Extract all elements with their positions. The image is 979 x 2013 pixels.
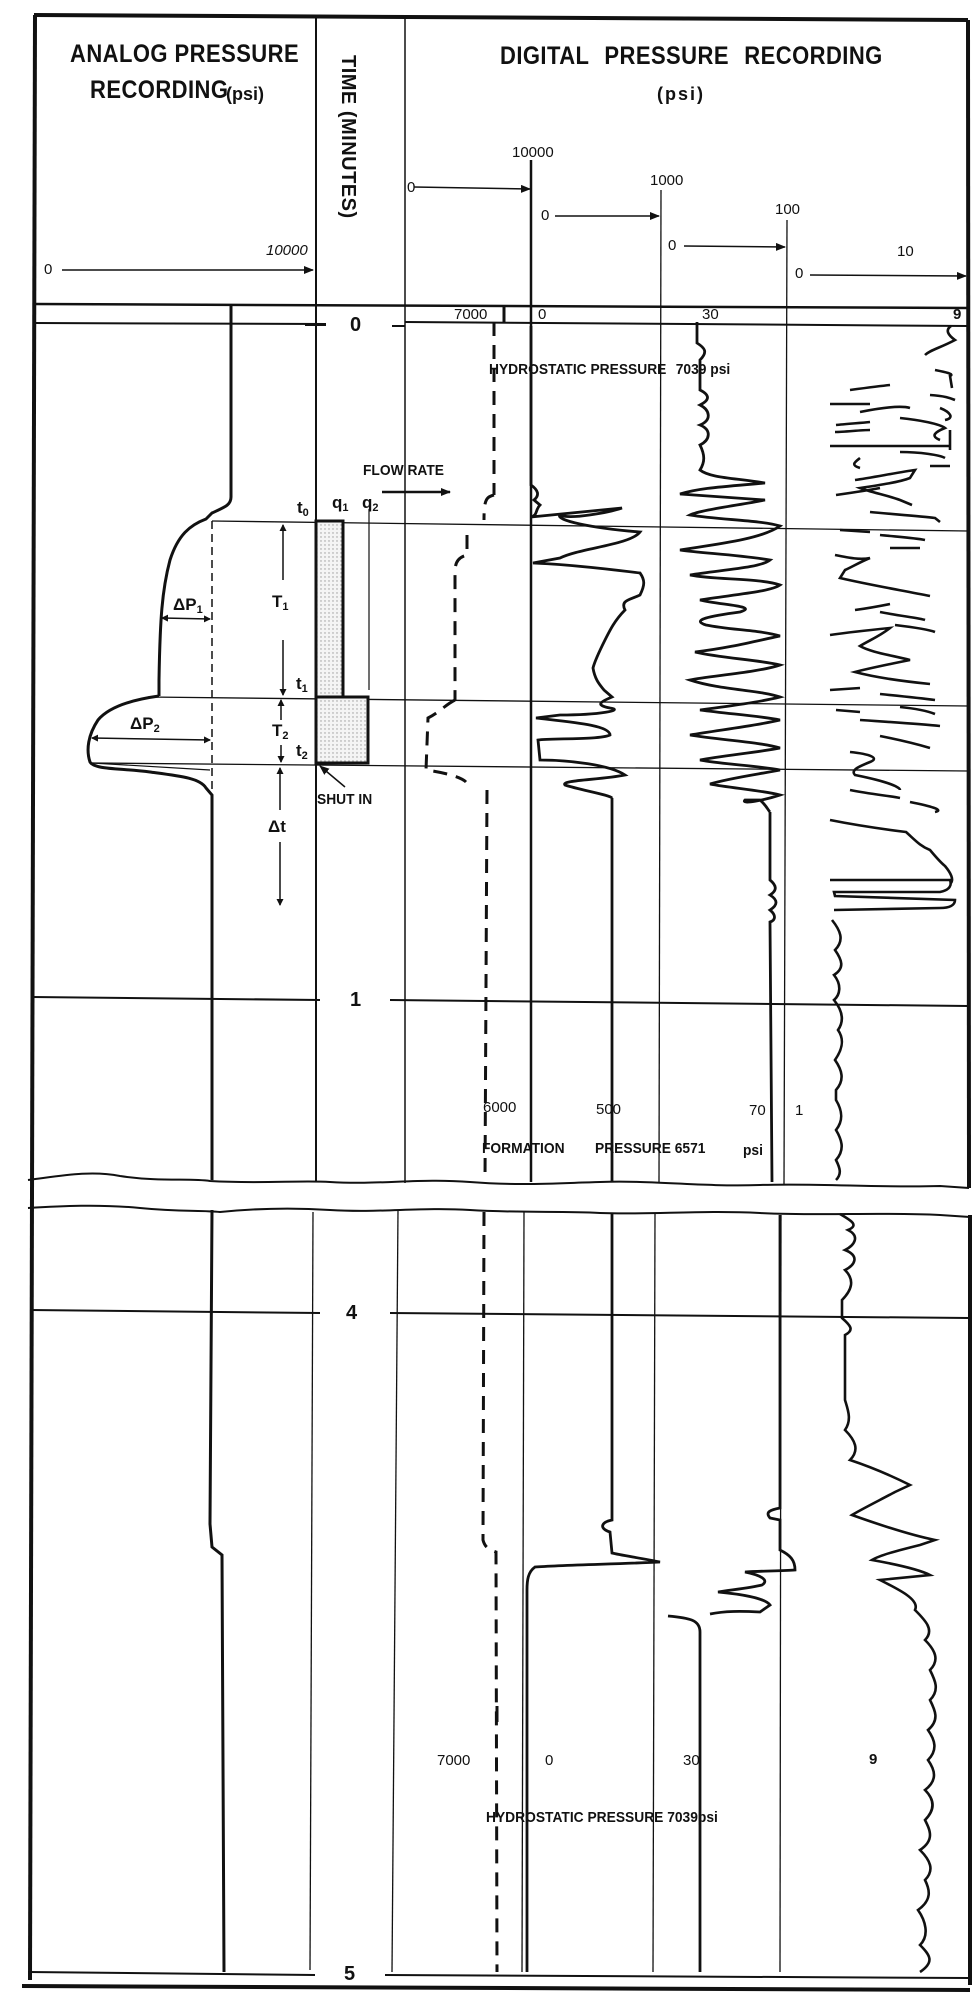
time-interval-arrows bbox=[276, 524, 287, 906]
formation-reading-1000: 500 bbox=[596, 1101, 622, 1118]
break-edge-lower bbox=[27, 1204, 971, 1218]
flow-rate-bars bbox=[314, 488, 451, 788]
analog-title-line2: RECORDING bbox=[90, 76, 229, 104]
digital-unit: (psi) bbox=[657, 84, 705, 104]
digital-trace-100 bbox=[667, 322, 797, 1972]
digital-scale-1-max: 10000 bbox=[512, 144, 554, 161]
time-tick-5: 5 bbox=[344, 1963, 356, 1985]
grid-lines-lower bbox=[21, 1209, 971, 1992]
delta-p-arrows bbox=[91, 614, 211, 744]
formation-reading-10000: 6000 bbox=[483, 1099, 517, 1116]
digital-title: DIGITAL PRESSURE RECORDING bbox=[500, 42, 883, 70]
formation-reading-100: 70 bbox=[749, 1102, 766, 1119]
t0-label: t0 bbox=[297, 498, 309, 519]
analog-trace bbox=[86, 305, 233, 1973]
time-tick-0: 0 bbox=[350, 314, 362, 336]
digital-trace-10 bbox=[829, 324, 958, 1974]
delta-p1-label: ΔP1 bbox=[173, 595, 203, 616]
formation-label-2: PRESSURE 6571 bbox=[595, 1140, 706, 1157]
t1-label: t1 bbox=[296, 674, 308, 695]
digital-scale-2-min: 0 bbox=[541, 207, 550, 224]
digital-trace-1000 bbox=[525, 326, 661, 1972]
top-reading-100: 30 bbox=[702, 306, 719, 323]
flow-rate-label: FLOW RATE bbox=[363, 462, 445, 479]
analog-scale-max: 10000 bbox=[266, 242, 308, 259]
top-reading-10000: 7000 bbox=[454, 306, 488, 323]
analog-title-line1: ANALOG PRESSURE bbox=[70, 40, 300, 68]
time-tick-1: 1 bbox=[350, 989, 362, 1011]
bottom-reading-1000: 0 bbox=[545, 1752, 554, 1769]
bottom-reading-10000: 7000 bbox=[437, 1752, 471, 1769]
formation-unit: psi bbox=[743, 1142, 763, 1159]
T1-label: T1 bbox=[272, 592, 289, 613]
digital-scale-3-max: 100 bbox=[775, 201, 801, 218]
outer-frame bbox=[28, 13, 972, 1985]
formation-label-1: FORMATION bbox=[482, 1140, 565, 1157]
hydrostatic-pressure-label-bottom: HYDROSTATIC PRESSURE 7039psi bbox=[486, 1809, 718, 1826]
top-reading-1000: 0 bbox=[538, 306, 547, 323]
formation-reading-10: 1 bbox=[795, 1102, 804, 1119]
digital-scale-3-min: 0 bbox=[668, 237, 677, 254]
analog-unit: (psi) bbox=[226, 84, 264, 104]
bottom-reading-100: 30 bbox=[683, 1752, 700, 1769]
top-reading-10: 9 bbox=[953, 306, 962, 323]
break-edge-upper bbox=[27, 1172, 970, 1189]
T2-label: T2 bbox=[272, 721, 289, 742]
q2-label: q2 bbox=[362, 493, 379, 514]
grid-lines-upper bbox=[31, 324, 969, 1007]
digital-trace-10000 bbox=[424, 322, 499, 1973]
time-tick-4: 4 bbox=[346, 1302, 358, 1324]
digital-scale-4-max: 10 bbox=[897, 243, 914, 260]
time-axis-title: TIME (MINUTES) bbox=[337, 55, 359, 219]
header-scale-arrows bbox=[62, 160, 967, 1186]
hydrostatic-pressure-label-top: HYDROSTATIC PRESSURE 7039 psi bbox=[489, 361, 731, 378]
digital-scale-4-min: 0 bbox=[795, 265, 804, 282]
reading-markers bbox=[495, 306, 506, 1722]
shut-in-label: SHUT IN bbox=[317, 791, 373, 808]
digital-scale-2-max: 1000 bbox=[650, 172, 684, 189]
t2-label: t2 bbox=[296, 741, 308, 762]
delta-t-label: Δt bbox=[268, 817, 286, 836]
analog-scale-min: 0 bbox=[44, 261, 53, 278]
q1-label: q1 bbox=[332, 493, 349, 514]
bottom-reading-10: 9 bbox=[869, 1751, 878, 1768]
digital-scale-1-min: 0 bbox=[407, 179, 416, 196]
delta-p2-label: ΔP2 bbox=[130, 714, 160, 735]
